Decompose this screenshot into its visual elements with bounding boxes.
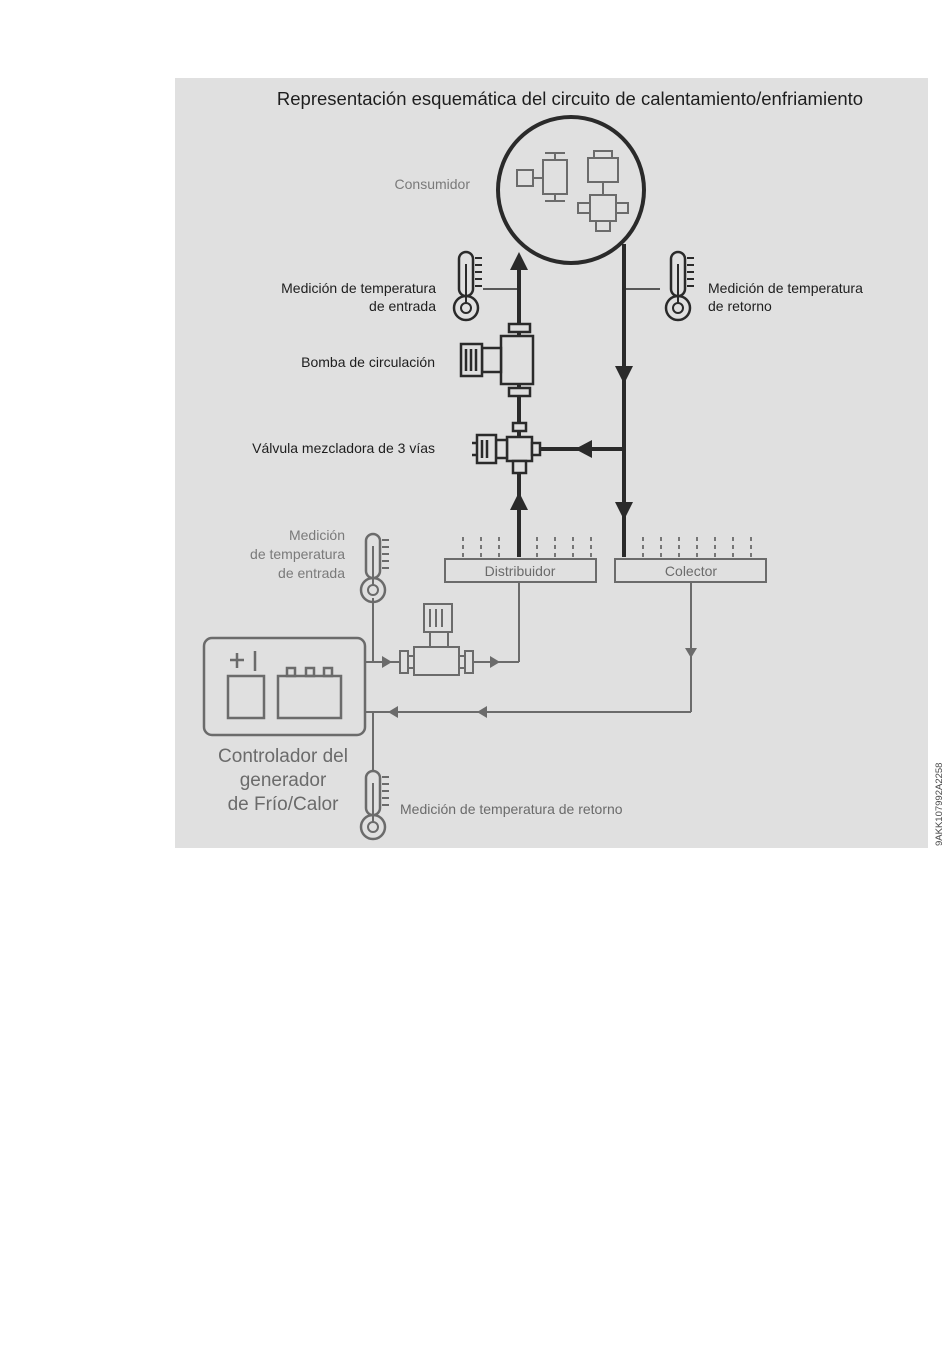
arrow-up-supply-top [510,252,528,270]
arrow-down-return-bottom [615,502,633,520]
generator-return-label: Medición de temperatura de retorno [400,801,623,817]
mixing-valve-icon [472,421,542,475]
arrow-left-return-1 [477,706,487,718]
consumer-label: Consumidor [395,176,471,192]
generator-controller-icon [202,636,367,737]
controller-label-line1: Controlador del [218,746,348,767]
supply-temp-thermometer-icon [452,250,517,322]
generator-supply-label-line2: de temperatura [250,546,345,562]
consumer-icon [516,150,629,232]
diagram-title: Representación esquemática del circuito … [277,88,863,109]
return-temp-thermometer-icon [626,250,696,322]
arrow-left-return-2 [388,706,398,718]
collector-label: Colector [665,563,717,579]
consumer-unit [496,115,646,265]
supply-temp-label-line1: Medición de temperatura [281,280,436,296]
arrow-right-generator-pump-out [490,656,500,668]
arrow-left-bypass [575,440,592,458]
arrow-down-collector-out [685,648,697,658]
controller-label-line2: generador [240,770,327,791]
arrow-up-supply-bottom [510,492,528,510]
distributor-label: Distribuidor [485,563,556,579]
controller-label-line3: de Frío/Calor [228,794,340,815]
supply-temp-label-line2: de entrada [369,298,436,314]
return-temp-label-line2: de retorno [708,298,772,314]
collector-manifold [614,537,767,583]
generator-supply-label-line1: Medición [289,527,345,543]
generator-pump-icon [399,603,474,676]
circulation-pump-icon [459,322,535,398]
pump-label: Bomba de circulación [301,354,435,370]
generator-supply-label-line3: de entrada [278,565,345,581]
valve-label: Válvula mezcladora de 3 vías [252,440,435,456]
distributor-manifold [444,537,597,583]
arrow-down-return-top [615,366,633,384]
side-code: 9AKK107992A2258 [934,763,945,846]
arrow-right-generator-out [382,656,392,668]
return-temp-label-line1: Medición de temperatura [708,280,863,296]
